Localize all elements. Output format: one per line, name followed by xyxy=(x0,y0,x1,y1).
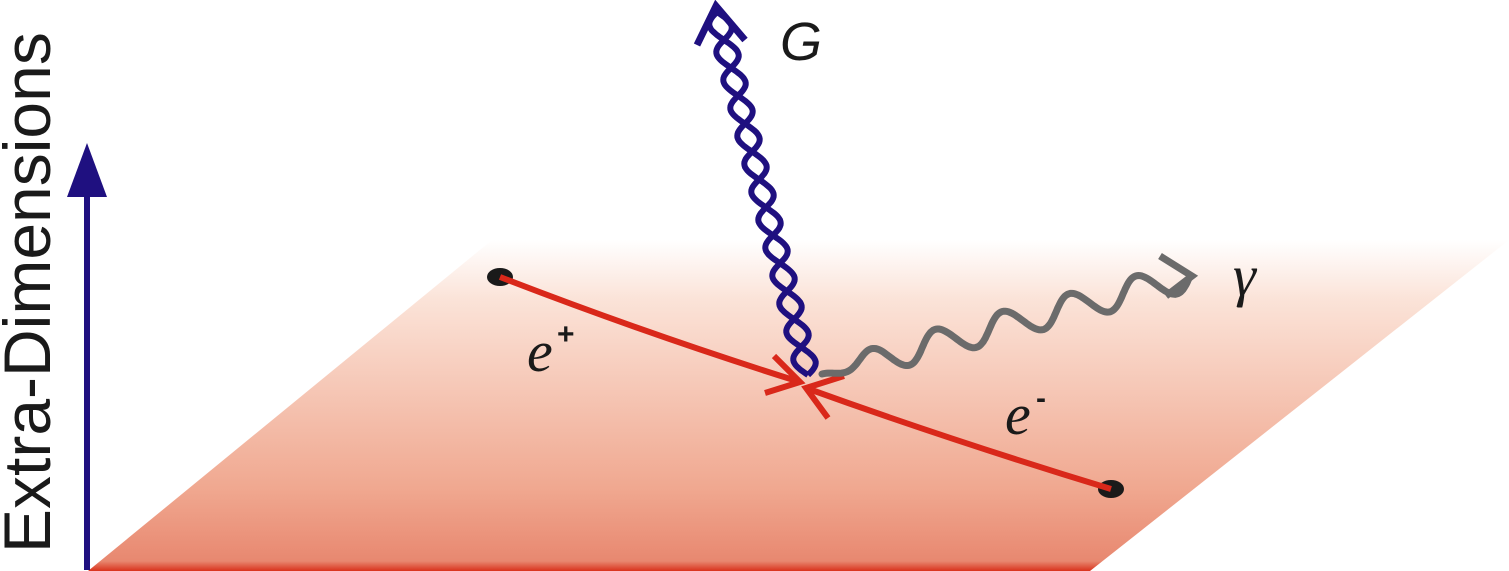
positron-label-sup: + xyxy=(557,318,575,351)
electron-line xyxy=(801,373,1124,498)
axis-arrowhead xyxy=(67,143,107,197)
photon-line xyxy=(818,253,1199,378)
positron-line xyxy=(487,268,806,396)
positron-label: e + xyxy=(527,318,575,384)
axis-label: Extra-Dimensions xyxy=(0,32,64,553)
electron-label-base: e xyxy=(1005,382,1031,447)
photon-label: γ xyxy=(1233,243,1258,308)
graviton-arrowhead xyxy=(693,0,748,47)
brane-plane xyxy=(88,240,1509,571)
graviton-line xyxy=(693,0,819,378)
positron-arrowhead xyxy=(764,353,806,396)
graviton-label: G xyxy=(780,12,822,72)
positron-label-base: e xyxy=(527,319,553,384)
extra-dimension-axis xyxy=(67,143,107,570)
electron-label: e - xyxy=(1005,382,1046,447)
electron-arrowhead xyxy=(801,373,845,420)
photon-arrowhead xyxy=(1158,253,1199,299)
electron-label-sup: - xyxy=(1036,382,1046,415)
